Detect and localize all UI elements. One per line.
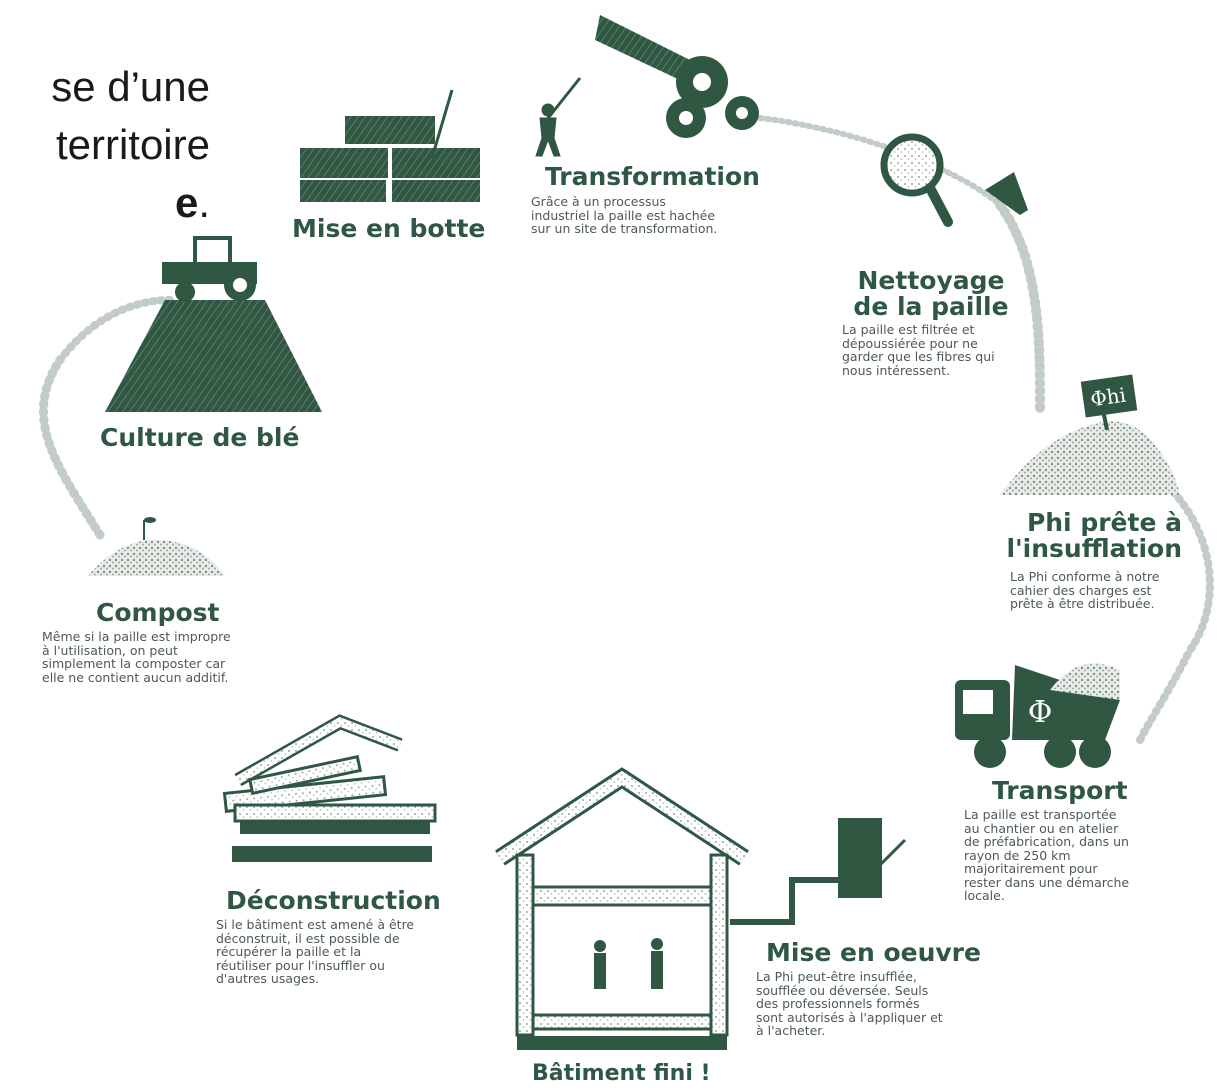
truck-label: Φ [1028,695,1053,730]
desc-nettoyage: La paille est filtrée et dépoussiérée po… [842,322,995,378]
tractor-field-icon [105,236,322,412]
pitchfork-person-icon [535,77,582,157]
magnifier-icon [880,133,953,227]
desc-transformation: Grâce à un processus industriel la paill… [531,194,718,236]
funnel-icon [985,172,1028,215]
title-mise-en-botte: Mise en botte [292,214,486,243]
hay-bales-icon [300,89,480,202]
title-batiment-fini: Bâtiment fini ! [532,1061,711,1086]
title-culture-de-ble: Culture de blé [100,423,300,452]
flag-label: Φhi [1089,383,1128,412]
straw-stream-icon [595,15,690,80]
desc-deconstruction: Si le bâtiment est amené à être déconstr… [216,917,415,986]
blower-icon [730,818,907,925]
straw-pile-flag-icon: Φhi [1000,374,1180,495]
desc-transport: La paille est transportée au chantier ou… [964,807,1130,903]
title-phi-prete: Phi prête à l'insufflation [1006,508,1182,564]
desc-phi-prete: La Phi conforme à notre cahier des charg… [1010,569,1160,611]
house-icon [495,767,749,1050]
broken-house-icon [222,714,437,862]
desc-compost: Même si la paille est impropre à l'utili… [42,629,231,685]
gears-icon [666,56,759,138]
compost-icon [88,517,225,576]
title-mise-en-oeuvre: Mise en oeuvre [766,938,981,967]
title-transformation: Transformation [545,162,760,191]
desc-mise-en-oeuvre: La Phi peut-être insufflée, soufflée ou … [756,969,943,1038]
headline-line-1: se d’une [51,63,210,110]
headline: se d’une territoire e. [0,58,210,232]
headline-line-3: e. [174,179,210,226]
title-nettoyage: Nettoyage de la paille [853,266,1009,322]
headline-line-2: territoire [55,121,210,168]
title-transport: Transport [992,776,1128,805]
title-deconstruction: Déconstruction [226,886,441,915]
title-compost: Compost [96,598,220,627]
truck-icon: Φ [955,663,1120,768]
